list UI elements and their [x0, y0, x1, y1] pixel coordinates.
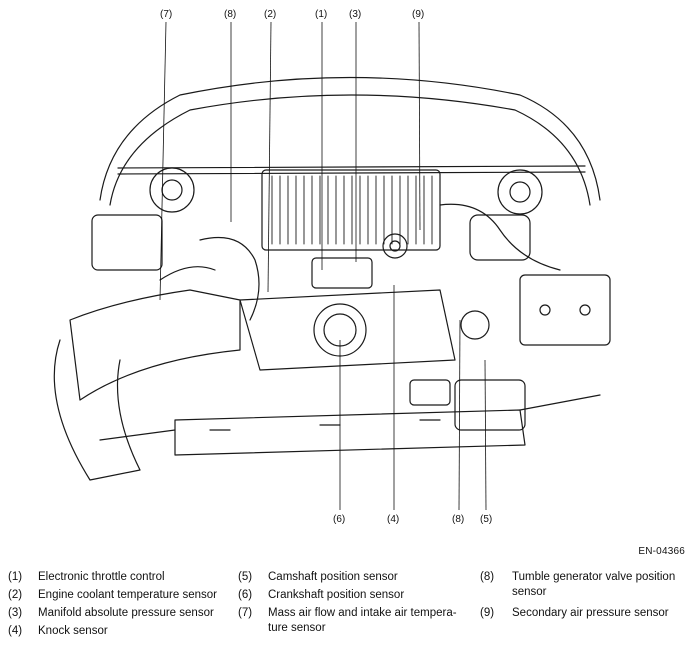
leader-line-5 [484, 359, 487, 511]
strut-brace [117, 165, 586, 175]
legend-num: (9) [480, 607, 495, 619]
legend-text: Knock sensor [38, 625, 108, 637]
callout-3: (3) [349, 9, 361, 20]
leader-line-2 [267, 21, 272, 293]
intake-duct [69, 289, 241, 401]
hood-outline [99, 76, 601, 201]
legend-text: Engine coolant temperature sensor [38, 589, 217, 601]
leader-line-8-bottom [458, 319, 461, 511]
leader-line-9 [418, 21, 421, 231]
throttle-body [311, 257, 373, 289]
callout-8-top: (8) [224, 9, 236, 20]
callout-7: (7) [160, 9, 172, 20]
callout-6: (6) [333, 514, 345, 525]
legend-text: Secondary air pressure sensor [512, 607, 669, 619]
figure-id: EN-04366 [638, 546, 685, 557]
legend-num: (8) [480, 571, 495, 583]
radiator-hose [439, 203, 561, 271]
legend-text: Camshaft position sensor [268, 571, 398, 583]
callout-2: (2) [264, 9, 276, 20]
legend-text: Tumble generator valve position sensor [512, 571, 676, 598]
callout-4: (4) [387, 514, 399, 525]
legend-num: (2) [8, 589, 23, 601]
legend-num: (1) [8, 571, 23, 583]
legend-text: Electronic throttle control [38, 571, 165, 583]
right-strut-tower [497, 169, 543, 215]
callout-9: (9) [412, 9, 424, 20]
intercooler [261, 169, 441, 251]
callout-5: (5) [480, 514, 492, 525]
legend-num: (7) [238, 607, 253, 619]
left-strut-tower [149, 167, 195, 213]
callout-1: (1) [315, 9, 327, 20]
legend-text: Manifold absolute pressure sensor [38, 607, 214, 619]
legend-num: (5) [238, 571, 253, 583]
legend-num: (6) [238, 589, 253, 601]
radiator-support [174, 409, 526, 456]
legend-num: (4) [8, 625, 23, 637]
callout-8-bottom: (8) [452, 514, 464, 525]
engine-bay-diagram: (7) (8) (2) (1) (3) (9) (6) (4) (8) (5) [53, 9, 611, 525]
air-box [91, 214, 163, 271]
legend-text: Crankshaft position sensor [268, 589, 405, 601]
legend-text: Mass air flow and intake air tempera- tu… [268, 607, 457, 634]
engine-block [239, 289, 456, 371]
legend-num: (3) [8, 607, 23, 619]
battery [519, 274, 611, 346]
leader-line-7 [159, 21, 167, 301]
